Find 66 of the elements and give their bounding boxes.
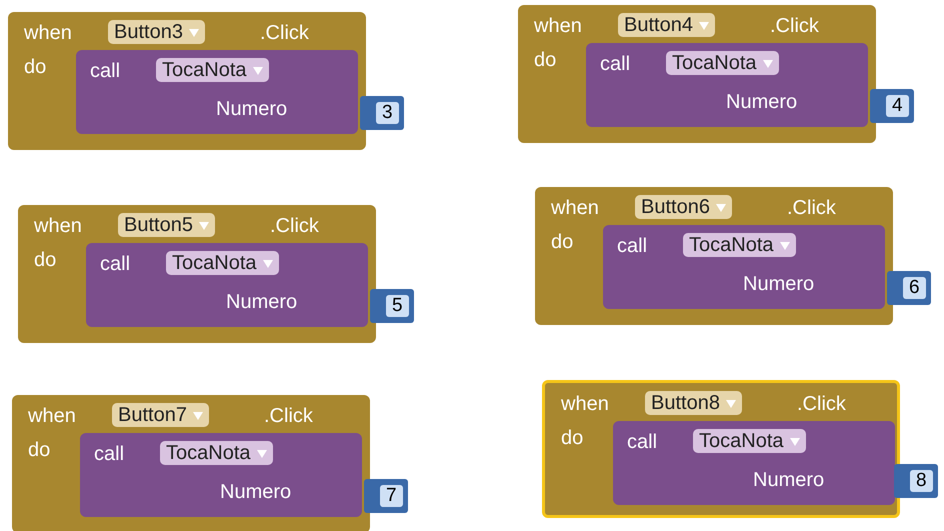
keyword-text: do [561,427,584,449]
parameter-name-text: Numero [226,291,298,313]
procedure-dropdown: TocaNota [160,441,272,465]
event-name-text: .Click [797,393,846,415]
keyword-text: when [28,405,76,427]
keyword-text: when [34,215,82,237]
procedure-call-block [80,433,362,517]
event-name-text: .Click [787,197,836,219]
procedure-call-block [586,43,868,127]
procedure-call-block [613,421,895,505]
procedure-call-block [86,243,368,327]
event-name-text: .Click [260,22,309,44]
procedure-dropdown: TocaNota [166,251,278,275]
procedure-dropdown: TocaNota [683,233,796,257]
event-block [535,187,893,325]
event-block [542,380,900,518]
number-block [870,89,914,123]
procedure-dropdown: TocaNota [666,51,778,75]
keyword-text: do [24,56,46,78]
event-name-text: .Click [264,405,313,427]
number-block [360,96,404,130]
component-dropdown: Button3 [108,20,205,44]
keyword-text: when [561,393,609,415]
parameter-name-text: Numero [216,98,288,120]
component-dropdown: Button4 [618,13,715,37]
keyword-text: do [34,249,56,271]
component-dropdown: Button5 [118,213,215,237]
number-value: 4 [886,95,909,117]
component-dropdown: Button7 [112,403,209,427]
keyword-text: call [94,443,124,465]
number-block [894,464,938,498]
number-block [370,289,414,323]
event-name-text: .Click [270,215,319,237]
number-value: 6 [903,277,926,299]
event-block [12,395,370,531]
keyword-text: call [600,53,630,75]
number-block [364,479,408,513]
event-block [8,12,366,150]
keyword-text: do [551,231,574,253]
component-dropdown: Button6 [635,195,732,219]
keyword-text: do [28,439,50,461]
number-block [887,271,931,305]
component-dropdown: Button8 [645,391,742,415]
keyword-text: do [534,49,556,71]
keyword-text: call [617,235,648,257]
keyword-text: call [627,431,658,453]
parameter-name-text: Numero [220,481,292,503]
procedure-dropdown: TocaNota [693,429,806,453]
number-value: 5 [386,295,409,317]
procedure-dropdown: TocaNota [156,58,268,82]
event-block [18,205,376,343]
event-block [518,5,876,143]
number-value: 7 [380,485,403,507]
parameter-name-text: Numero [743,273,814,295]
parameter-name-text: Numero [753,469,824,491]
keyword-text: when [24,22,72,44]
keyword-text: when [534,15,582,37]
keyword-text: call [90,60,120,82]
keyword-text: call [100,253,130,275]
procedure-call-block [603,225,885,309]
event-name-text: .Click [770,15,819,37]
number-value: 8 [910,470,933,492]
number-value: 3 [376,102,399,124]
procedure-call-block [76,50,358,134]
parameter-name-text: Numero [726,91,798,113]
keyword-text: when [551,197,599,219]
